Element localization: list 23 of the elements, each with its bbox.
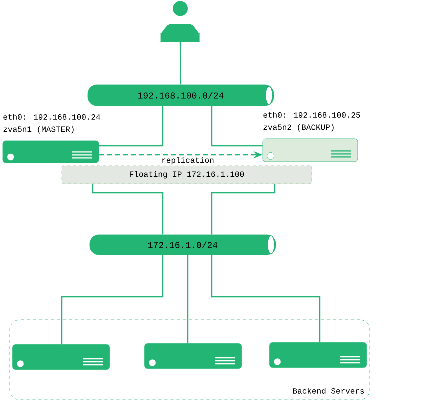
node-label: zva5n1 (MASTER) bbox=[4, 126, 74, 134]
server-icon bbox=[144, 344, 242, 369]
connector-line bbox=[61, 255, 164, 345]
edge-label: replication bbox=[160, 156, 216, 166]
connector-line bbox=[92, 184, 164, 235]
connector-line bbox=[187, 255, 189, 344]
server-device: eth0: 192.168.100.25 zva5n2 (BACKUP) bbox=[262, 112, 360, 162]
person-icon bbox=[160, 1, 200, 42]
node-label: eth0: 192.168.100.25 bbox=[264, 112, 360, 118]
floating-ip-band: Floating IP 172.16.1.100 bbox=[62, 166, 312, 184]
connector-line bbox=[211, 184, 276, 235]
connector-line bbox=[211, 255, 321, 343]
server-device: eth0: 192.168.100.24 zva5n1 (MASTER) bbox=[2, 114, 100, 164]
node-label: zva5n2 (BACKUP) bbox=[264, 124, 334, 132]
connector-line bbox=[180, 42, 182, 85]
node-label: eth0: 192.168.100.24 bbox=[4, 114, 100, 120]
network-pipe: 192.168.100.0/24 bbox=[88, 84, 274, 106]
server-icon bbox=[270, 342, 367, 368]
connector-line bbox=[211, 106, 263, 147]
server-icon bbox=[12, 344, 110, 370]
connector-line bbox=[99, 106, 164, 147]
server-group: Backend Servers bbox=[10, 320, 370, 400]
network-pipe: 172.16.1.0/24 bbox=[90, 234, 276, 256]
